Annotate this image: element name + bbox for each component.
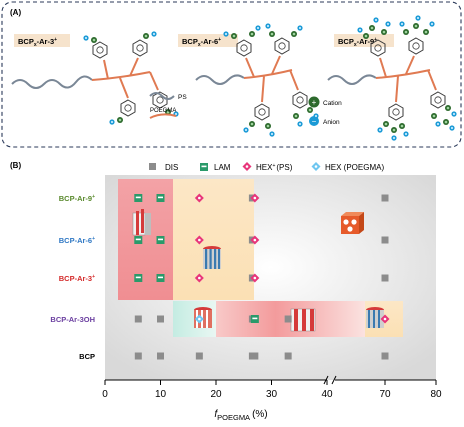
molecule-ar3: BCPx-Ar-3+ — [11, 31, 179, 125]
poegma-chain — [243, 55, 299, 103]
dis-mark — [248, 352, 256, 360]
ps-chain — [195, 74, 245, 85]
ps-legend-line — [149, 92, 175, 100]
hex-poegma-mark-dot — [198, 317, 201, 321]
hex-ps-mark-dot — [253, 238, 257, 242]
dis-mark — [381, 274, 389, 282]
anion-symbol: − — [312, 117, 317, 126]
hex-illustration-icon — [203, 246, 221, 269]
x-tick-label: 40 — [321, 389, 333, 400]
x-axis-title: fPOEGMA(%) — [214, 409, 267, 422]
dis-legend-icon — [149, 163, 156, 170]
x-tick-label: 30 — [266, 389, 278, 400]
panel-a-frame — [1, 1, 462, 148]
axis-break-mark — [323, 375, 329, 385]
lam-mark-stripe — [252, 317, 258, 320]
lam-illustration-icon — [132, 209, 151, 236]
row-label: BCP-Ar-6+ — [59, 236, 95, 245]
lam-region-cations — [118, 179, 173, 300]
hex-ps-mark-dot — [383, 317, 387, 321]
panel-b: (B) DIS LAM HEX+(PS) HEX (POEGMA) — [10, 161, 442, 422]
panel-a-label: (A) — [10, 8, 21, 17]
poegma-legend-line — [149, 113, 177, 119]
lam-mark-stripe — [135, 196, 141, 199]
hex-ps-mark-dot — [198, 238, 201, 242]
molecule-ar3-title: BCPx-Ar-3+ — [18, 37, 57, 48]
cation-symbol: + — [312, 98, 317, 107]
poegma-chain — [375, 55, 437, 103]
ps-chain — [11, 75, 93, 89]
dis-mark — [134, 315, 142, 323]
x-tick-label: 80 — [430, 389, 442, 400]
ps-legend-label: PS — [178, 94, 187, 101]
x-tick-label: 20 — [210, 389, 222, 400]
x-tick-label: 0 — [102, 389, 108, 400]
dis-mark — [381, 194, 389, 202]
lam-mark-stripe — [135, 238, 141, 241]
ps-chain — [327, 74, 377, 85]
lam-legend-icon — [200, 163, 208, 171]
hex-ps-region-cations — [173, 179, 254, 300]
dis-mark — [284, 315, 292, 323]
hex-ps-mark-dot — [198, 196, 201, 200]
cubic-illustration-icon — [341, 212, 364, 234]
hex-poegma-legend-label: HEX (POEGMA) — [325, 163, 384, 172]
cation-legend-label: Cation — [323, 100, 342, 107]
lam-mark-stripe — [158, 238, 163, 241]
lam-mark-stripe — [158, 276, 163, 279]
dis-mark — [381, 236, 389, 244]
poegma-legend-label: POEGMA — [150, 108, 176, 114]
axis-break-mark — [331, 375, 337, 385]
hex-ps-legend-label: HEX+(PS) — [256, 163, 293, 172]
molecule-ar9-title: BCPx-Ar-9+ — [338, 37, 377, 48]
hex-3oh-illustration-icon — [366, 307, 384, 328]
lam-mark-stripe — [158, 196, 163, 199]
panel-a: (A) BCPx-Ar-3+ PS POEGMA + Cation − Anio… — [1, 1, 462, 148]
hex-ps-mark-dot — [198, 276, 201, 280]
x-tick-label: 10 — [155, 389, 167, 400]
dis-mark — [381, 352, 389, 360]
row-label: BCP-Ar-9+ — [59, 194, 95, 203]
hex-ps-mark-dot — [253, 276, 257, 280]
panel-b-label: (B) — [10, 161, 21, 170]
lam-mark-stripe — [135, 276, 141, 279]
panel-a-legend: PS POEGMA + Cation − Anion — [149, 92, 342, 126]
hex-ps-mark-dot — [253, 196, 257, 200]
dis-mark — [157, 352, 164, 360]
cation-icon — [308, 96, 320, 108]
row-label: BCP-Ar-3OH — [50, 315, 95, 324]
molecule-ar6-title: BCPx-Ar-6+ — [182, 37, 221, 48]
dis-legend-label: DIS — [165, 163, 178, 172]
dis-mark — [195, 352, 203, 360]
dis-mark — [134, 352, 142, 360]
lam-3oh-illustration-icon — [290, 308, 316, 332]
row-label: BCP — [79, 352, 95, 361]
molecule-ar9: BCPx-Ar-9+ — [327, 15, 457, 141]
anion-legend-label: Anion — [323, 119, 340, 126]
x-tick-label: 70 — [379, 389, 391, 400]
row-label: BCP-Ar-3+ — [59, 274, 95, 283]
dis-mark — [284, 352, 292, 360]
molecule-ar6: BCPx-Ar-6+ — [178, 23, 319, 137]
dis-mark — [157, 315, 164, 323]
lam-legend-label: LAM — [214, 163, 231, 172]
poegma-chain — [91, 57, 159, 99]
hex-poegma-legend-icon — [311, 162, 321, 171]
panel-b-legend: DIS LAM HEX+(PS) HEX (POEGMA) — [149, 162, 384, 172]
hex-ps-legend-icon — [242, 162, 252, 171]
